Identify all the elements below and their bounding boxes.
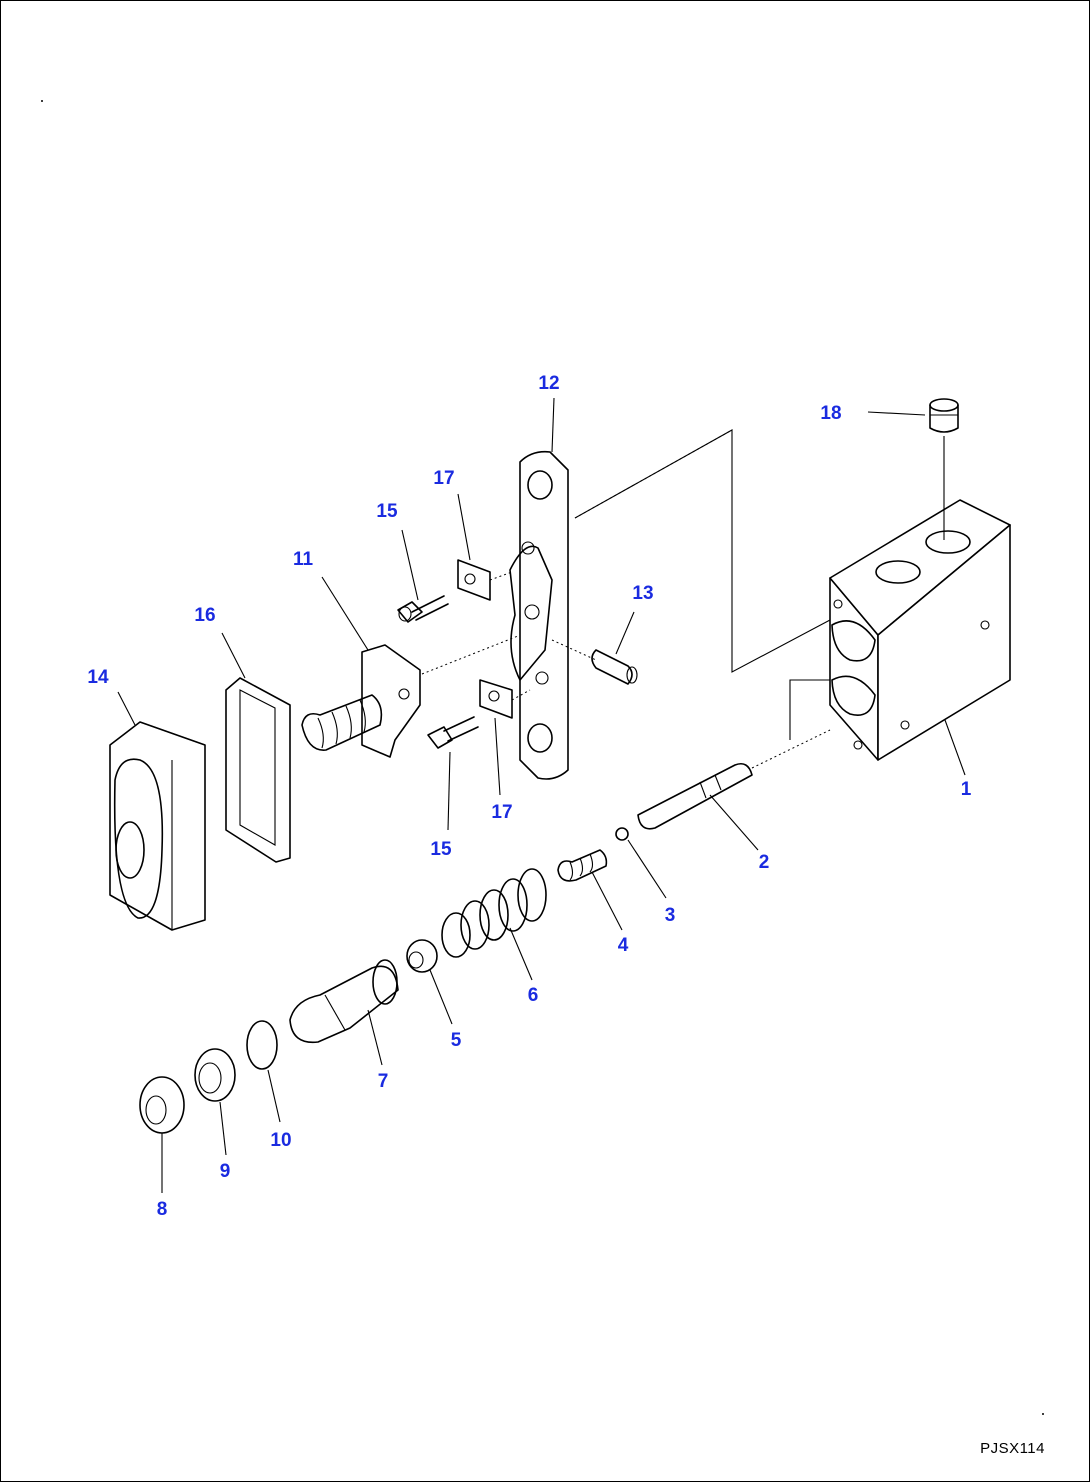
callout-7: 7 [378, 1071, 389, 1092]
corner-mark [1042, 1413, 1044, 1415]
corner-mark [41, 100, 43, 102]
callout-8: 8 [157, 1199, 168, 1220]
callout-10: 10 [270, 1130, 291, 1151]
callout-18: 18 [820, 403, 841, 424]
callout-5: 5 [451, 1030, 462, 1051]
part-18-plug [929, 398, 959, 433]
part-13-pin [591, 649, 638, 685]
callout-17-upper: 17 [433, 468, 454, 489]
part-6-spring [441, 868, 547, 958]
callout-17-lower: 17 [491, 802, 512, 823]
callout-6: 6 [528, 985, 539, 1006]
part-16-gasket [225, 677, 291, 863]
callout-2: 2 [759, 852, 770, 873]
callout-16: 16 [194, 605, 215, 626]
part-1-valve-body [829, 499, 1011, 761]
part-11-holder [301, 644, 421, 758]
part-12-lever-plate [509, 450, 569, 780]
callout-15-upper: 15 [376, 501, 398, 522]
part-17-shim-lower [479, 679, 513, 719]
part-9-ring [194, 1048, 236, 1102]
callout-15-lower: 15 [430, 839, 452, 860]
part-7-piston [289, 959, 399, 1044]
callout-14: 14 [87, 667, 109, 688]
callout-12: 12 [538, 373, 559, 394]
drawing-code: PJSX114 [980, 1440, 1045, 1457]
part-4-spring [557, 849, 608, 882]
part-5-seat [406, 939, 438, 973]
callouts: 1 2 3 4 5 6 7 8 9 10 11 12 13 14 15 15 1… [87, 373, 971, 1220]
part-15-bolt-upper [397, 595, 449, 623]
callout-11: 11 [293, 549, 314, 570]
callout-3: 3 [665, 905, 676, 926]
callout-1: 1 [961, 779, 972, 800]
assembly-lines [421, 429, 945, 769]
callout-13: 13 [632, 583, 653, 604]
leader-lines [117, 397, 966, 1193]
callout-9: 9 [220, 1161, 231, 1182]
part-8-seal [139, 1076, 185, 1134]
part-15-bolt-lower [427, 716, 479, 749]
callout-4: 4 [618, 935, 629, 956]
part-3-ball [615, 827, 629, 841]
part-17-shim-upper [457, 559, 491, 601]
part-14-cover [109, 721, 206, 931]
part-10-o-ring [246, 1020, 278, 1070]
part-2-spool [637, 762, 753, 830]
